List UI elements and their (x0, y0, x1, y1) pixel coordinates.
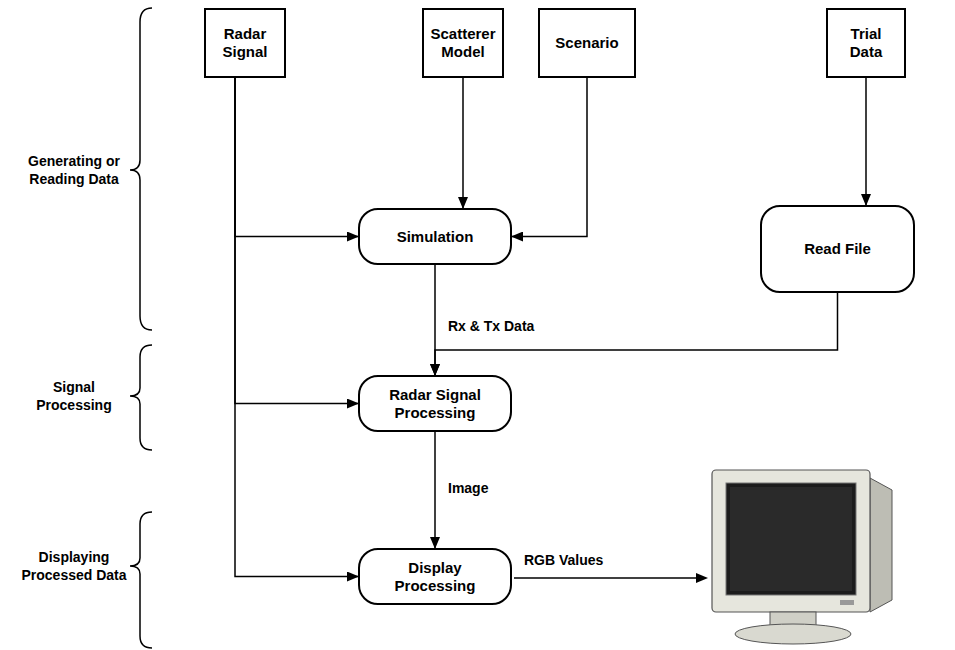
node-text: Read File (804, 240, 871, 258)
connector-arrow (462, 78, 464, 208)
node-text: Display Processing (366, 559, 504, 595)
connector-arrow (235, 78, 358, 577)
section-label: Generating or Reading Data (18, 152, 130, 188)
edge-label: Image (446, 480, 490, 497)
node-text: Scenario (555, 34, 618, 52)
section-label: Displaying Processed Data (18, 548, 130, 584)
node-text: Trial Data (834, 25, 898, 61)
connector-arrow (512, 78, 587, 237)
connector-arrow (235, 78, 358, 404)
brace (130, 8, 152, 648)
node-text: Radar Signal (212, 25, 278, 61)
section-label: Signal Processing (18, 378, 130, 414)
process-box: Simulation (358, 208, 512, 265)
node-text: Radar Signal Processing (375, 386, 495, 422)
connector-arrow (865, 78, 867, 205)
edge-label: Rx & Tx Data (446, 318, 536, 335)
input-box: Scenario (538, 8, 636, 78)
process-box: Radar Signal Processing (358, 375, 512, 432)
node-text: Simulation (397, 228, 474, 246)
connector-arrow (435, 293, 838, 375)
signal-label: RGB Values (522, 552, 605, 569)
input-box: Trial Data (826, 8, 906, 78)
input-box: Scatterer Model (422, 8, 504, 78)
arrowhead (696, 573, 708, 583)
process-box: Read File (760, 205, 915, 293)
connector-arrow (235, 78, 358, 237)
process-box: Display Processing (358, 548, 512, 605)
output-arrow (514, 577, 698, 579)
connector-arrow (434, 432, 436, 548)
input-box: Radar Signal (204, 8, 286, 78)
monitor-icon (712, 470, 892, 644)
node-text: Scatterer Model (430, 25, 496, 61)
